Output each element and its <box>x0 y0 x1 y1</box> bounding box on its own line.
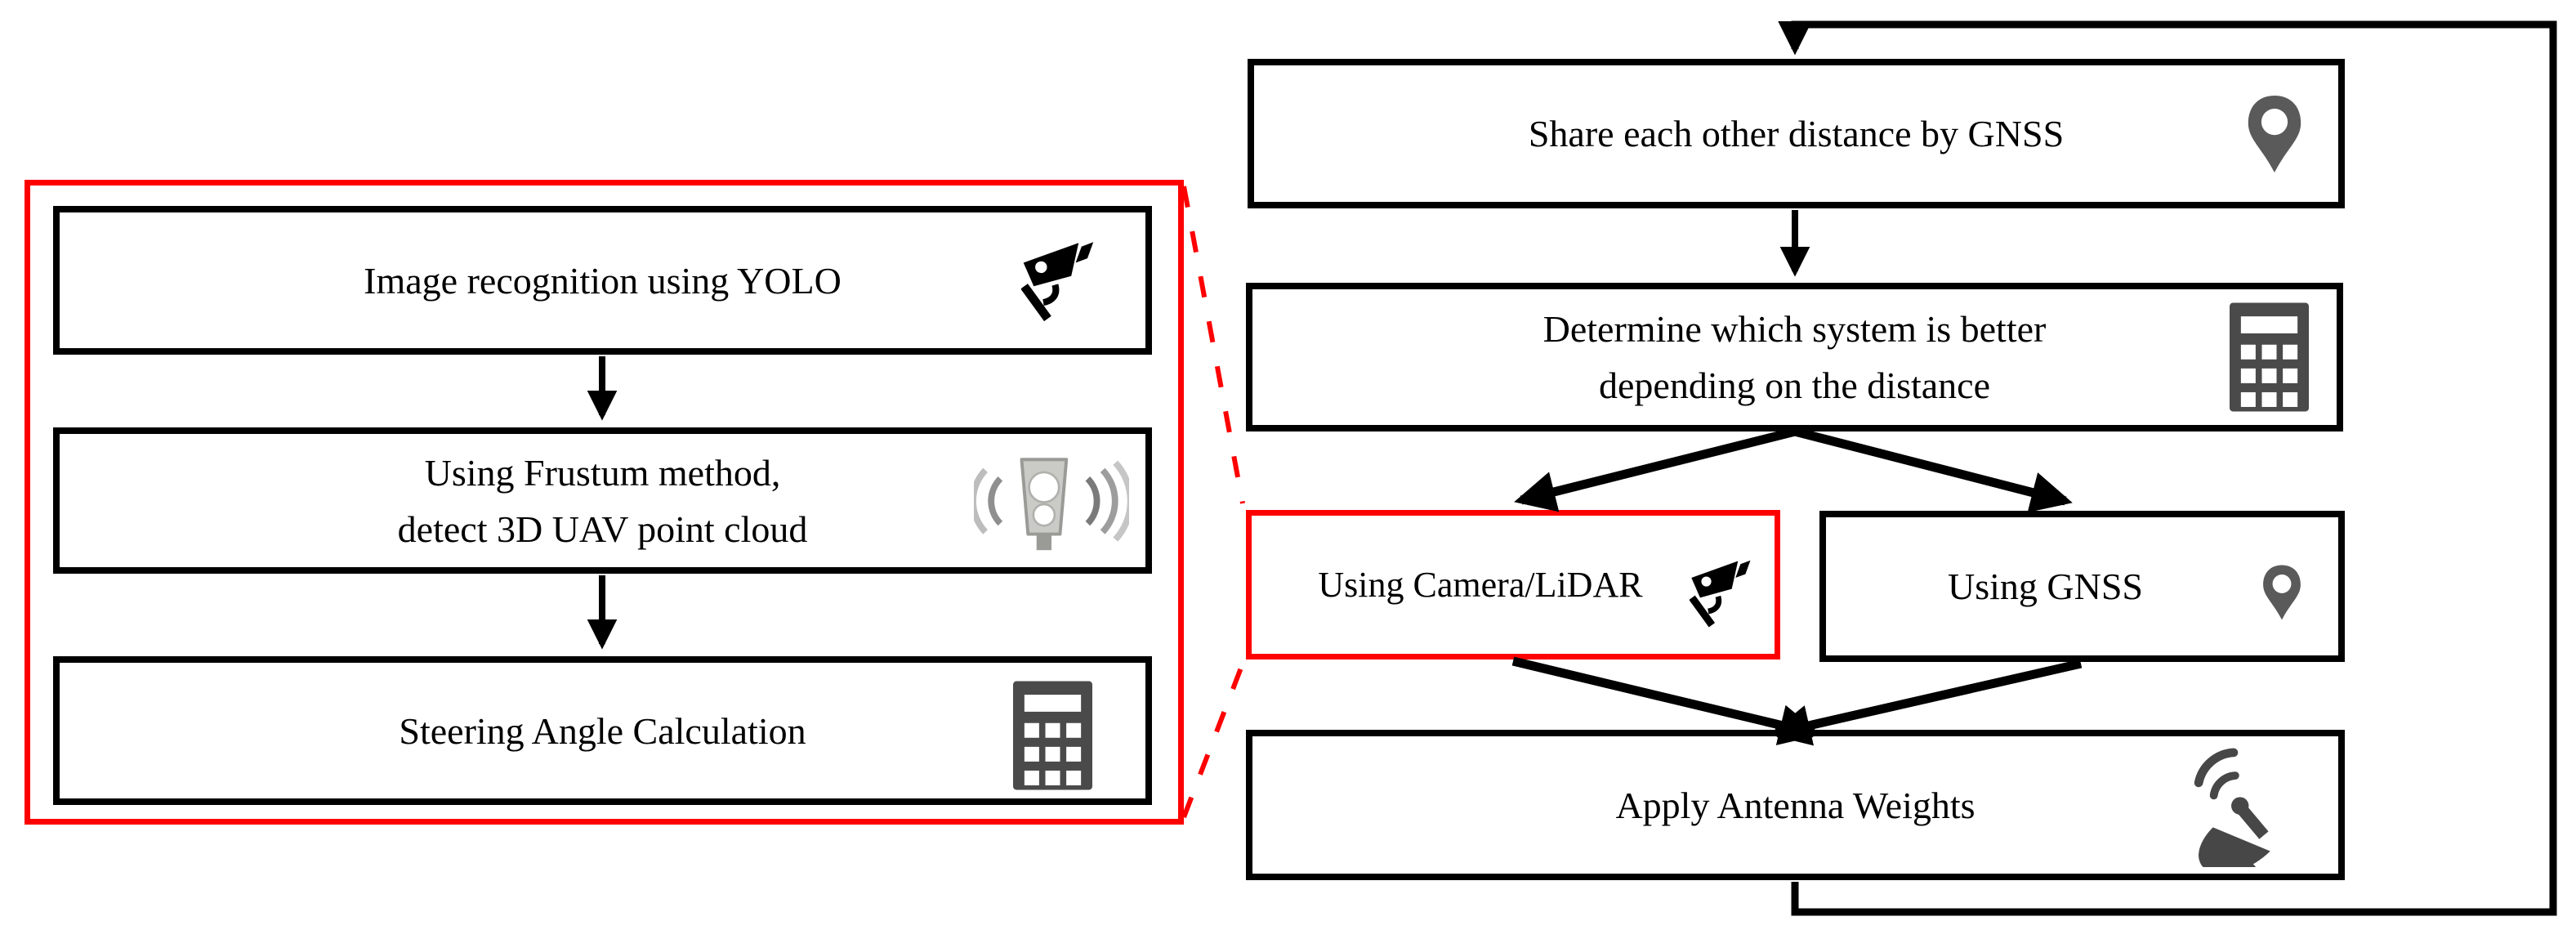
node-label-line1: Using Frustum method, <box>424 451 781 494</box>
arrow-gnss-to-apply <box>1769 659 2083 746</box>
node-label: Apply Antenna Weights <box>1615 784 1976 826</box>
zoom-dashed-line-bottom <box>1181 662 1245 819</box>
node-label-line2: depending on the distance <box>1598 364 1991 406</box>
node-label: Image recognition using YOLO <box>364 259 842 302</box>
location-pin-icon <box>2258 562 2306 623</box>
camera-lidar-detail-panel <box>25 180 1184 825</box>
lidar-speed-camera-icon <box>974 445 1129 557</box>
node-determine-system: Determine which system is better dependi… <box>1246 283 2343 431</box>
node-using-gnss: Using GNSS <box>1819 511 2345 662</box>
node-apply-antenna-weights: Apply Antenna Weights <box>1246 730 2345 880</box>
calculator-icon <box>2230 302 2309 412</box>
cctv-camera-icon <box>1690 558 1752 628</box>
arrow-determine-to-gnss <box>1793 427 2073 513</box>
node-image-recognition-yolo: Image recognition using YOLO <box>53 206 1152 355</box>
location-pin-icon <box>2243 92 2306 177</box>
cctv-camera-icon <box>1021 239 1095 323</box>
node-label: Using GNSS <box>1947 566 2143 607</box>
zoom-dashed-line-top <box>1181 186 1245 504</box>
node-label-line2: detect 3D UAV point cloud <box>397 508 808 550</box>
node-label: Share each other distance by GNSS <box>1528 113 2065 154</box>
arrow-determine-to-camera <box>1514 427 1797 512</box>
node-steering-angle-calculation: Steering Angle Calculation <box>53 656 1152 805</box>
node-using-camera-lidar: Using Camera/LiDAR <box>1246 510 1780 660</box>
arrow-camera-to-apply <box>1511 656 1821 745</box>
node-label: Using Camera/LiDAR <box>1318 564 1643 605</box>
node-share-distance-gnss: Share each other distance by GNSS <box>1248 59 2345 208</box>
node-frustum-point-cloud: Using Frustum method, detect 3D UAV poin… <box>53 427 1152 574</box>
node-label-line1: Determine which system is better <box>1542 308 2047 350</box>
calculator-icon <box>1013 681 1092 790</box>
satellite-dish-icon <box>2191 748 2273 867</box>
node-label: Steering Angle Calculation <box>399 709 806 752</box>
